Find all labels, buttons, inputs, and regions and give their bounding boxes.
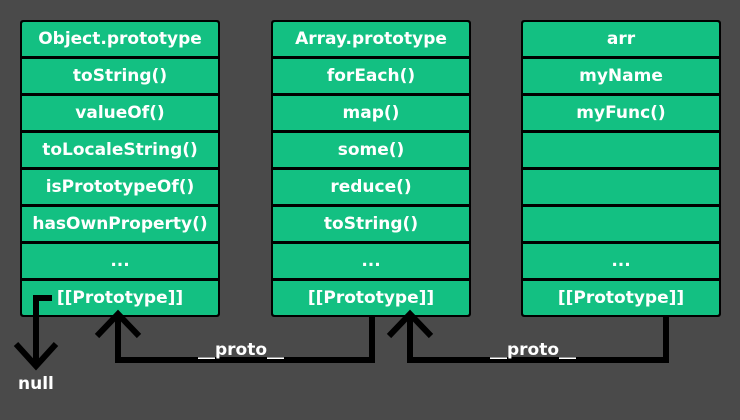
arr-object-header: arr — [523, 22, 719, 56]
array-prototype-method-some: some() — [273, 133, 469, 167]
proto-label: __proto__ — [490, 340, 577, 360]
array-prototype-box: Array.prototype forEach() map() some() r… — [271, 20, 471, 317]
object-prototype-method-valueof: valueOf() — [22, 96, 218, 130]
proto-label: __proto__ — [198, 340, 285, 360]
object-prototype-box: Object.prototype toString() valueOf() to… — [20, 20, 220, 317]
null-arrow-head — [13, 341, 59, 371]
array-prototype-method-map: map() — [273, 96, 469, 130]
array-prototype-slot: [[Prototype]] — [273, 281, 469, 315]
object-prototype-header: Object.prototype — [22, 22, 218, 56]
arr-object-empty-row — [523, 207, 719, 241]
array-prototype-method-tostring: toString() — [273, 207, 469, 241]
null-label: null — [18, 374, 54, 394]
proto-arrow-arr-to-array-head — [386, 309, 434, 339]
object-prototype-method-tolocalestring: toLocaleString() — [22, 133, 218, 167]
array-prototype-method-foreach: forEach() — [273, 59, 469, 93]
object-prototype-slot: [[Prototype]] — [22, 281, 218, 315]
arr-object-ellipsis: ... — [523, 244, 719, 278]
arr-object-property-myname: myName — [523, 59, 719, 93]
array-prototype-ellipsis: ... — [273, 244, 469, 278]
array-prototype-header: Array.prototype — [273, 22, 469, 56]
arr-object-slot: [[Prototype]] — [523, 281, 719, 315]
object-prototype-method-hasownproperty: hasOwnProperty() — [22, 207, 218, 241]
object-prototype-method-isprototypeof: isPrototypeOf() — [22, 170, 218, 204]
arr-object-box: arr myName myFunc() ... [[Prototype]] — [521, 20, 721, 317]
array-prototype-method-reduce: reduce() — [273, 170, 469, 204]
arr-object-method-myfunc: myFunc() — [523, 96, 719, 130]
object-prototype-ellipsis: ... — [22, 244, 218, 278]
proto-arrow-array-to-object-head — [94, 309, 142, 339]
arr-object-empty-row — [523, 170, 719, 204]
arr-object-empty-row — [523, 133, 719, 167]
object-prototype-method-tostring: toString() — [22, 59, 218, 93]
